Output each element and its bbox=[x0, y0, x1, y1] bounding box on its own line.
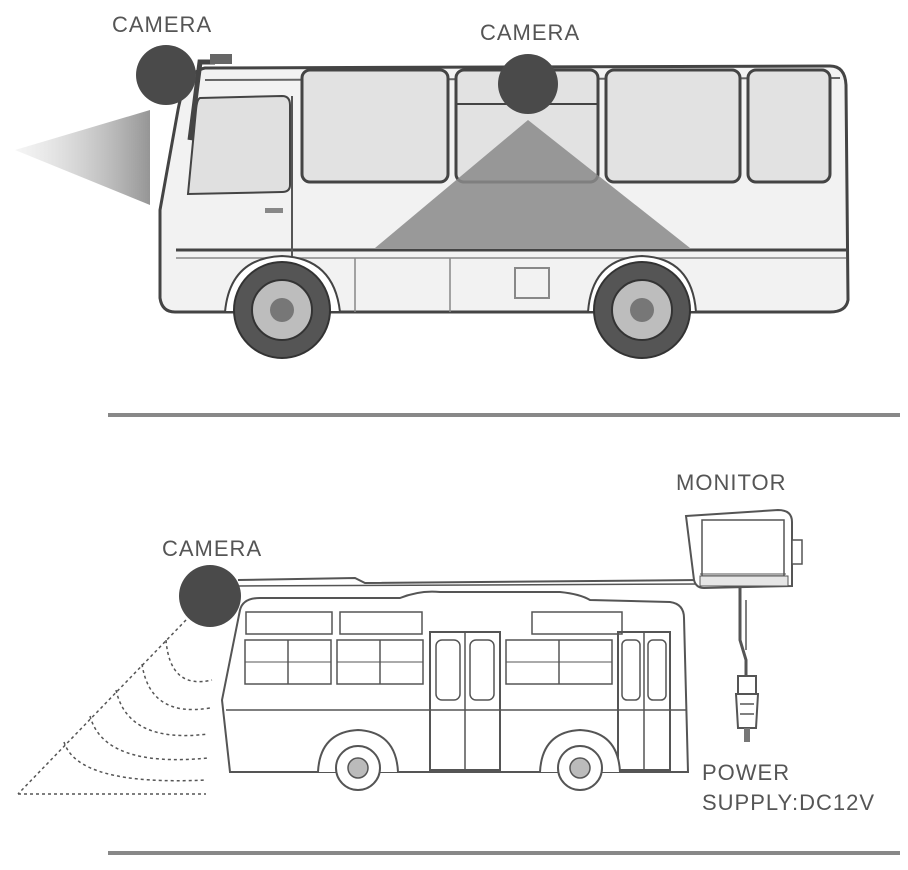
monitor-label: MONITOR bbox=[676, 470, 787, 495]
power-plug-icon bbox=[734, 675, 760, 742]
camera-dot-icon bbox=[498, 54, 558, 114]
monitor-icon bbox=[684, 508, 803, 590]
camera-label-top-center: CAMERA bbox=[480, 20, 581, 45]
top-bus-window-1 bbox=[300, 68, 450, 184]
camera-dot-icon bbox=[136, 45, 196, 105]
top-bus-windshield bbox=[186, 94, 291, 196]
camera-dot-icon bbox=[179, 565, 241, 627]
top-bus bbox=[15, 45, 850, 359]
bottom-bus bbox=[17, 508, 803, 795]
power-label-line1: POWER bbox=[702, 760, 791, 785]
camera-view-range-dotted bbox=[17, 619, 213, 795]
bottom-bus-rear-wheel bbox=[335, 745, 381, 791]
camera-label-top-left: CAMERA bbox=[112, 12, 213, 37]
top-bus-window-3 bbox=[604, 68, 742, 184]
bottom-bus-front-wheel bbox=[557, 745, 603, 791]
top-bus-front-wheel bbox=[233, 261, 331, 359]
bottom-bus-body bbox=[220, 590, 690, 773]
camera-view-cone-center bbox=[375, 120, 690, 248]
camera-view-cone-left bbox=[15, 110, 150, 205]
top-bus-rear-wheel bbox=[593, 261, 691, 359]
top-bus-window-4 bbox=[746, 68, 832, 184]
power-label-line2: SUPPLY:DC12V bbox=[702, 790, 876, 815]
camera-label-bottom: CAMERA bbox=[162, 536, 263, 561]
